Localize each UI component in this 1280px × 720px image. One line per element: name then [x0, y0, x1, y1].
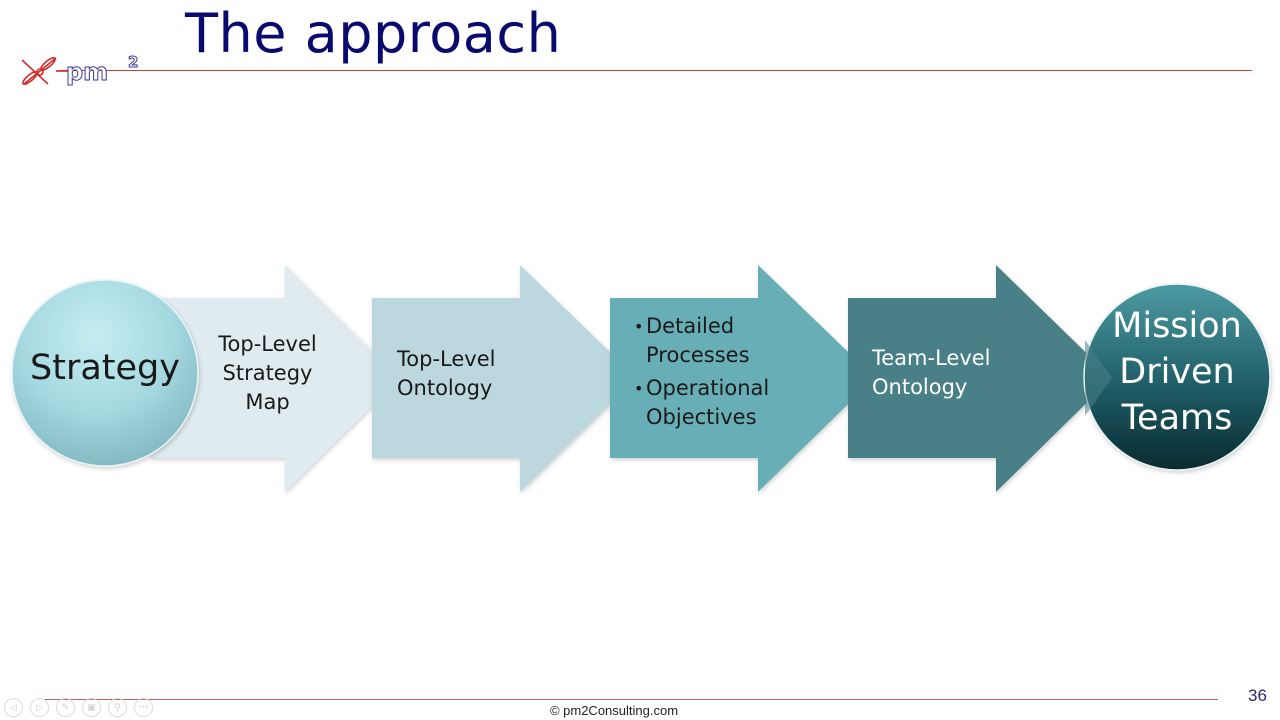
step-3-label: Detailed Processes Operational Objective…	[634, 312, 794, 432]
pm2-logo-icon: pm 2	[21, 53, 139, 87]
step-4-label: Team-Level Ontology	[872, 346, 991, 399]
next-slide-icon[interactable]: ▷	[30, 698, 49, 717]
copyright-text: © pm2Consulting.com	[549, 703, 679, 718]
pen-icon[interactable]: ✎	[56, 698, 75, 717]
mission-circle	[1083, 283, 1271, 471]
arrow-step-2	[372, 265, 637, 492]
slideshow-controls: ◁ ▷ ✎ ▣ ⚲ •••	[4, 698, 153, 717]
strategy-label: Strategy	[30, 348, 180, 388]
step-2-label: Top-Level Ontology	[397, 347, 496, 400]
footer-divider	[45, 699, 1218, 700]
slides-grid-icon[interactable]: ▣	[82, 698, 101, 717]
page-number: 36	[1248, 686, 1267, 705]
previous-slide-icon[interactable]: ◁	[4, 698, 23, 717]
bullet-item: Operational Objectives	[634, 374, 794, 432]
mission-label: Mission Driven Teams	[1112, 306, 1242, 438]
zoom-icon[interactable]: ⚲	[108, 698, 127, 717]
svg-text:2: 2	[128, 53, 138, 71]
svg-text:pm: pm	[66, 58, 108, 86]
title-divider	[60, 70, 1252, 71]
arrow-step-4	[848, 265, 1112, 492]
strategy-circle	[11, 279, 199, 467]
slide-title: The approach	[185, 2, 562, 65]
arrow-step-1	[150, 265, 400, 492]
more-options-icon[interactable]: •••	[134, 698, 153, 717]
bullet-item: Detailed Processes	[634, 312, 794, 370]
step-1-label: Top-Level Strategy Map	[218, 332, 317, 414]
